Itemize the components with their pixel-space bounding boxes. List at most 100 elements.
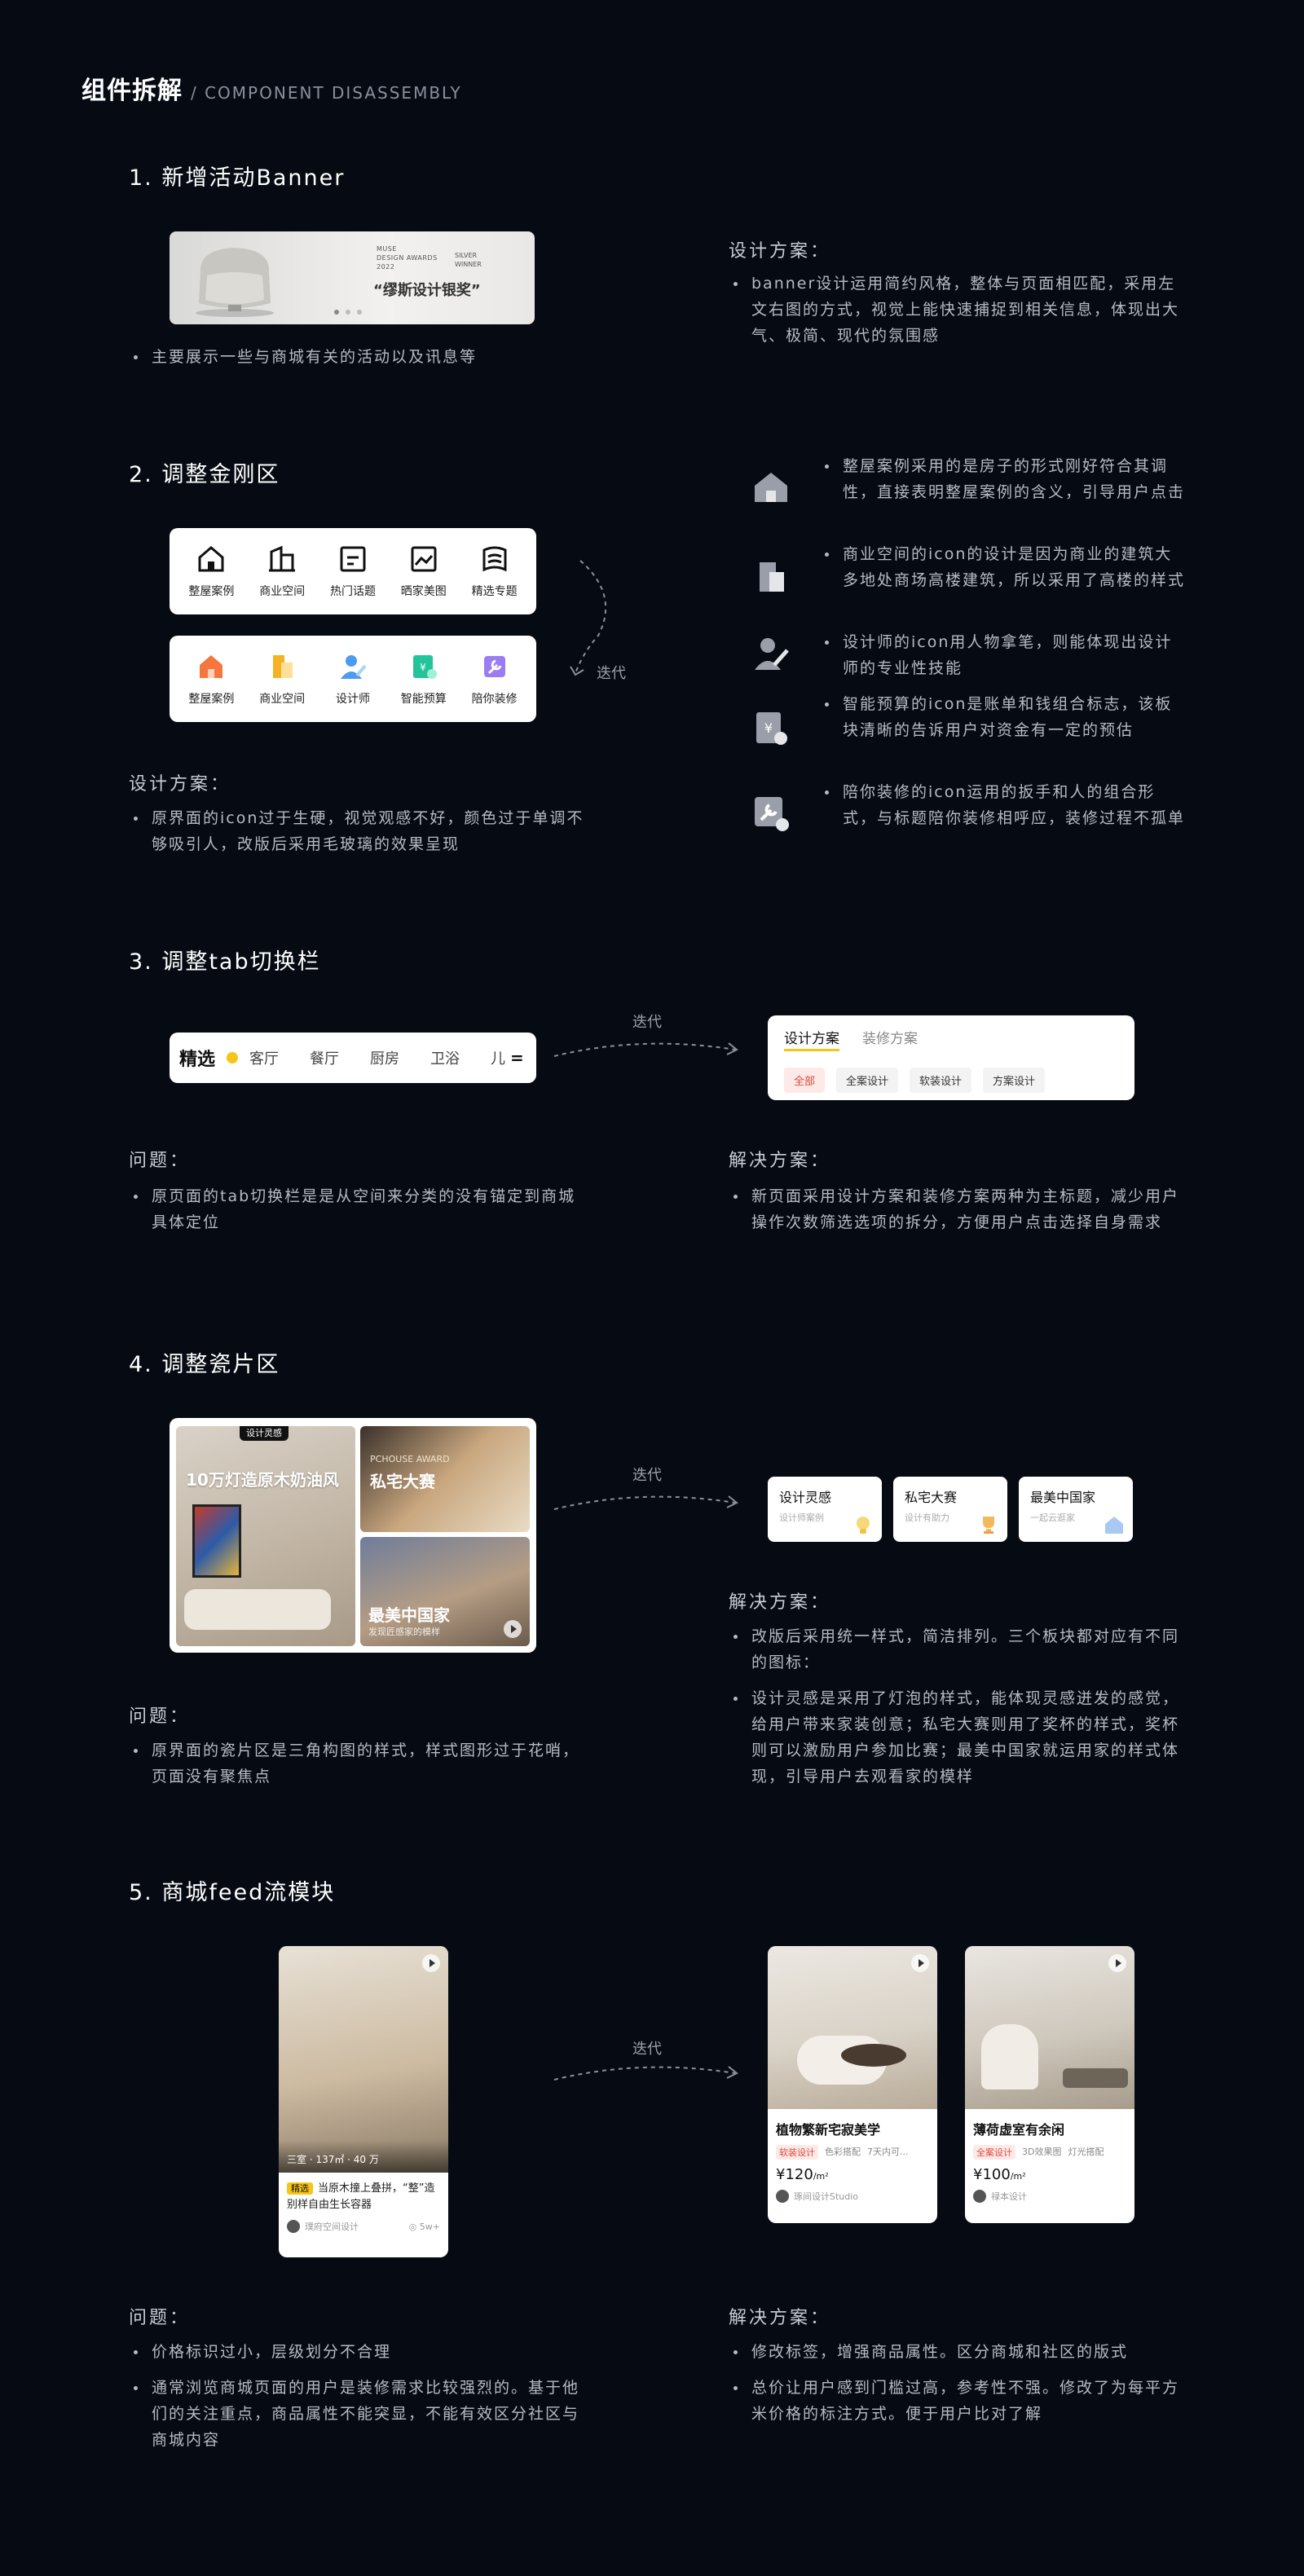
s5-problem-list: 价格标识过小，层级划分不合理 通常浏览商城页面的用户是装修需求比较强烈的。基于他… [129, 2339, 585, 2453]
kk-old-item[interactable]: 晒家美图 [391, 544, 456, 599]
tile-tag: 设计灵感 [240, 1426, 289, 1441]
award-level: SILVER WINNER [455, 252, 482, 268]
tab-design-plan[interactable]: 设计方案 [784, 1027, 839, 1051]
s1-plan-title: 设计方案： [729, 241, 831, 262]
kk-new-item[interactable]: 陪你装修 [462, 651, 527, 707]
chip-soft-design[interactable]: 软装设计 [910, 1068, 972, 1093]
avatar[interactable] [776, 2190, 789, 2203]
tab-kitchen[interactable]: 厨房 [370, 1050, 400, 1068]
s2-notes-2: 商业空间的icon的设计是因为商业的建筑大多地处商场高楼建筑，所以采用了高楼的样… [820, 541, 1187, 593]
feed-views: 5w+ [419, 2221, 440, 2232]
eye-icon: ◎ [408, 2221, 417, 2232]
feed-card-old[interactable]: 三室 · 137㎡ · 40 万 精选当原木撞上叠拼，“整”造别样自由生长容器 … [279, 1946, 448, 2257]
feed-tag: 3D效果图 [1022, 2147, 1062, 2157]
s2-note: 整屋案例采用的是房子的形式刚好符合其调性，直接表明整屋案例的含义，引导用户点击 [820, 453, 1187, 505]
feed-tag: 软装设计 [776, 2145, 818, 2160]
menu-icon[interactable]: = [510, 1048, 524, 1068]
s2-note: 陪你装修的icon运用的扳手和人的组合形式，与标题陪你装修相呼应，装修过程不孤单 [820, 779, 1187, 831]
feed-title: 薄荷虚室有余闲 [973, 2122, 1065, 2138]
price-value: ¥100 [973, 2166, 1011, 2183]
tile-tr-title: 私宅大赛 [370, 1472, 435, 1491]
iteration-arrow [553, 1042, 738, 1057]
tile-inspiration[interactable]: 设计灵感 10万灯造原木奶油风 [176, 1426, 355, 1646]
kk-old-item[interactable]: 精选专题 [462, 544, 527, 599]
s2-note: 商业空间的icon的设计是因为商业的建筑大多地处商场高楼建筑，所以采用了高楼的样… [820, 541, 1187, 593]
budget-icon: ¥ [756, 712, 787, 745]
s2-plan: 原界面的icon过于生硬，视觉观感不好，颜色过于单调不够吸引人，改版后采用毛玻璃… [129, 805, 585, 857]
s3-problem-list: 原页面的tab切换栏是是从空间来分类的没有锚定到商城具体定位 [129, 1183, 585, 1235]
page-title-text: 组件拆解 [82, 77, 183, 105]
s1-plan: banner设计运用简约风格，整体与页面相匹配，采用左文右图的方式，视觉上能快速… [729, 271, 1185, 349]
feed-old-title: 当原木撞上叠拼，“整”造别样自由生长容器 [287, 2182, 435, 2211]
tab-renovation-plan[interactable]: 装修方案 [862, 1031, 918, 1047]
feed-card-new[interactable]: 薄荷虚室有余闲 全案设计 3D效果图 灯光搭配 ¥100/m² 禄本设计 [965, 1946, 1134, 2223]
feed-tag: 全案设计 [973, 2145, 1015, 2160]
mini-sub: 设计有助力 [905, 1513, 949, 1523]
kk-new-item[interactable]: ¥ 智能预算 [391, 651, 456, 707]
tile-private-contest[interactable]: PCHOUSE AWARD 私宅大赛 [360, 1426, 530, 1532]
feed-tag: 灯光搭配 [1068, 2147, 1104, 2157]
budget-icon: ¥ [412, 655, 437, 679]
feed-card-new[interactable]: 植物繁新宅寂美学 软装设计 色彩搭配 7天内可... ¥120/m² 琢间设计S… [768, 1946, 937, 2223]
s2-notes-1: 整屋案例采用的是房子的形式刚好符合其调性，直接表明整屋案例的含义，引导用户点击 [820, 453, 1187, 505]
kk-new-item[interactable]: 整屋案例 [178, 651, 244, 707]
feed-author: 禄本设计 [991, 2191, 1027, 2202]
feed-tag: 色彩搭配 [825, 2147, 861, 2157]
lightbulb-icon [857, 1517, 870, 1534]
kingkong-new: 整屋案例 商业空间 设计师 ¥ 智能预算 陪你装修 [170, 636, 536, 722]
tab-dining-room[interactable]: 餐厅 [310, 1050, 340, 1068]
s4-solution: 设计灵感是采用了灯泡的样式，能体现灵感迸发的感觉，给用户带来家装创意；私宅大赛则… [729, 1685, 1185, 1790]
chip-all[interactable]: 全部 [784, 1068, 826, 1093]
s1-bullet: 主要展示一些与商城有关的活动以及讯息等 [129, 344, 553, 370]
iteration-arrow [570, 560, 607, 676]
tab-featured[interactable]: 精选 [179, 1050, 216, 1070]
banner-headline: “缪斯设计银奖” [373, 282, 481, 299]
section-5-title: 5. 商城feed流模块 [129, 1880, 336, 1905]
s4-solution-title: 解决方案： [729, 1592, 831, 1613]
s2-note: 设计师的icon用人物拿笔，则能体现出设计师的专业性技能 [820, 629, 1187, 681]
tab-kids[interactable]: 儿 [491, 1050, 506, 1068]
s5-problem: 价格标识过小，层级划分不合理 [129, 2339, 585, 2365]
camera-icon[interactable] [911, 1954, 929, 1972]
activity-banner[interactable]: MUSE DESIGN AWARDS 2022 SILVER WINNER “缪… [170, 231, 535, 324]
mini-card-contest[interactable]: 私宅大赛 设计有助力 [893, 1477, 1007, 1542]
kk-old-item[interactable]: 整屋案例 [178, 544, 244, 599]
play-icon[interactable] [1108, 1954, 1126, 1972]
tab-bathroom[interactable]: 卫浴 [430, 1050, 460, 1068]
carousel-dots[interactable] [334, 310, 362, 315]
mini-card-best-home[interactable]: 最美中国家 一起云逛家 [1019, 1477, 1133, 1542]
mini-sub: 设计师案例 [779, 1513, 824, 1523]
tab-living-room[interactable]: 客厅 [249, 1050, 280, 1068]
feed-image: 三室 · 137㎡ · 40 万 [279, 1946, 448, 2173]
s2-notes-4: 智能预算的icon是账单和钱组合标志，该板块清晰的告诉用户对资金有一定的预估 [820, 691, 1187, 743]
s5-problem-title: 问题： [129, 2308, 191, 2328]
photo-icon [411, 546, 437, 572]
play-icon[interactable] [422, 1954, 440, 1972]
kk-label: 整屋案例 [188, 585, 235, 598]
iteration-label: 迭代 [632, 1467, 662, 1484]
mini-card-inspiration[interactable]: 设计灵感 设计师案例 [768, 1477, 882, 1542]
kk-old-item[interactable]: 热门话题 [320, 544, 385, 599]
feed-author: 璞府空间设计 [305, 2222, 359, 2232]
mini-title: 私宅大赛 [905, 1490, 958, 1505]
avatar[interactable] [973, 2190, 986, 2203]
chip-full-design[interactable]: 全案设计 [836, 1068, 899, 1093]
kk-new-item[interactable]: 商业空间 [249, 651, 315, 707]
trophy-icon [983, 1517, 994, 1534]
avatar[interactable] [287, 2220, 300, 2233]
s3-problem-title: 问题： [129, 1151, 191, 1171]
kk-old-item[interactable]: 商业空间 [249, 544, 315, 599]
mini-title: 最美中国家 [1030, 1490, 1096, 1505]
tabbar-new: 设计方案 装修方案 全部 全案设计 软装设计 方案设计 [768, 1015, 1134, 1100]
kk-new-item[interactable]: 设计师 [320, 651, 385, 707]
feed-author: 琢间设计Studio [794, 2191, 859, 2202]
house-icon [198, 546, 224, 572]
kk-label: 商业空间 [259, 585, 306, 598]
s5-solution-title: 解决方案： [729, 2308, 831, 2328]
chip-plan-design[interactable]: 方案设计 [983, 1068, 1046, 1093]
play-icon[interactable] [504, 1620, 522, 1638]
designer-icon [755, 638, 789, 670]
tile-best-home[interactable]: 最美中国家 发现匠感家的模样 [360, 1537, 530, 1646]
feed-price: ¥120/m² [776, 2166, 929, 2183]
topic-icon [340, 546, 366, 572]
